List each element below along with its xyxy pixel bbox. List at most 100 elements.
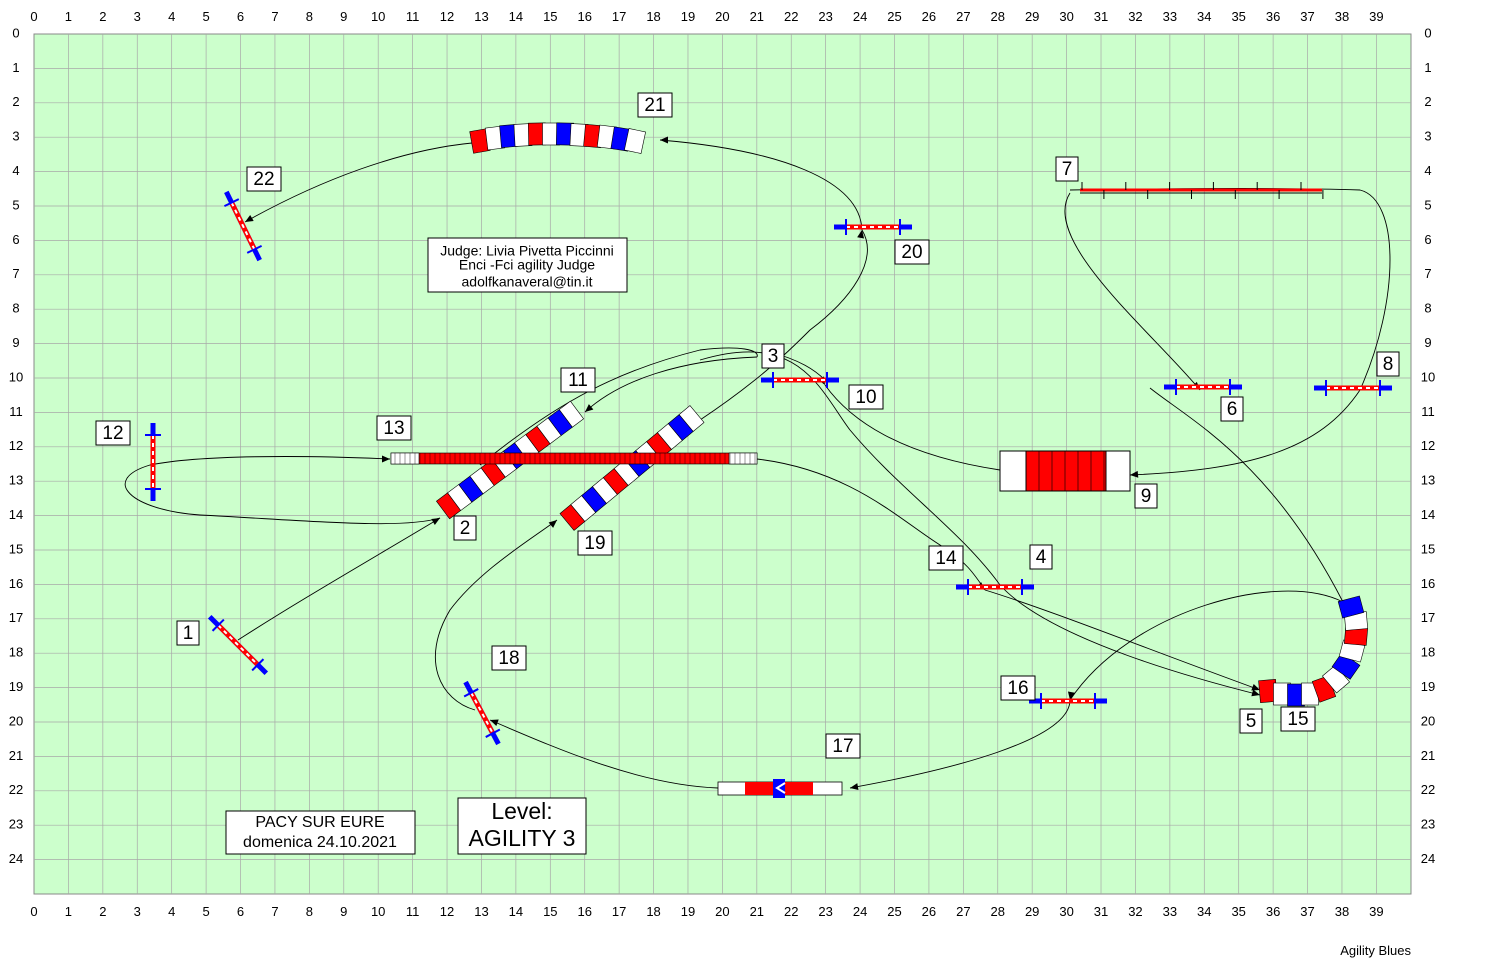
x-axis-tick-label-top: 18 — [646, 9, 660, 24]
obstacle-label-12: 12 — [95, 420, 131, 446]
x-axis-tick-label-bottom: 27 — [956, 904, 970, 919]
arrow-head — [850, 783, 859, 791]
tire-tunnel — [999, 450, 1131, 492]
obstacle-number: 6 — [1227, 399, 1238, 420]
obstacle-label-11: 11 — [560, 367, 596, 393]
y-axis-tick-label-right: 4 — [1424, 163, 1431, 178]
obstacle-label-17: 17 — [825, 733, 861, 759]
x-axis-tick-label-top: 25 — [887, 9, 901, 24]
hurdle — [1029, 693, 1107, 709]
y-axis-tick-label-right: 11 — [1421, 404, 1435, 419]
y-axis-tick-label-left: 18 — [9, 645, 23, 660]
y-axis-tick-label-right: 19 — [1421, 679, 1435, 694]
y-axis-tick-label-right: 13 — [1421, 473, 1435, 488]
y-axis-tick-label-left: 5 — [12, 197, 19, 212]
y-axis-tick-label-right: 10 — [1421, 369, 1435, 384]
y-axis-tick-label-left: 9 — [12, 335, 19, 350]
x-axis-tick-label-top: 26 — [922, 9, 936, 24]
x-axis-tick-label-top: 12 — [440, 9, 454, 24]
hurdle — [223, 190, 263, 262]
y-axis-tick-label-left: 8 — [12, 301, 19, 316]
x-axis-tick-label-top: 20 — [715, 9, 729, 24]
obstacle-label-box — [1134, 483, 1158, 509]
path-segment — [1069, 590, 1344, 701]
obstacle-label-box — [1239, 708, 1263, 734]
hurdle-bar-stripe — [230, 202, 256, 250]
y-axis-tick-label-left: 16 — [9, 576, 23, 591]
obstacle-label-2: 2 — [453, 515, 477, 541]
arrow-head — [382, 455, 390, 463]
y-axis-tick-label-left: 10 — [9, 369, 23, 384]
y-axis-tick-label-right: 23 — [1421, 817, 1435, 832]
hurdle-post — [485, 728, 501, 738]
axis-labels: 0011223344556677889910101111121213131414… — [9, 9, 1435, 919]
obstacle-label-14: 14 — [928, 545, 964, 571]
event-date: domenica 24.10.2021 — [243, 834, 397, 851]
obstacle-label-box — [376, 415, 412, 441]
path-arrow — [1130, 470, 1139, 478]
obstacle-number: 12 — [102, 423, 123, 444]
y-axis-tick-label-left: 12 — [9, 438, 23, 453]
obstacle-label-box — [176, 620, 200, 646]
y-axis-tick-label-right: 15 — [1421, 541, 1435, 556]
obstacle-label-box — [577, 530, 613, 556]
arrow-head — [660, 136, 668, 144]
path-segment — [849, 699, 1071, 789]
arrow-head — [585, 404, 594, 412]
x-axis-tick-label-bottom: 19 — [681, 904, 695, 919]
y-axis-tick-label-left: 0 — [12, 25, 19, 40]
x-axis-tick-label-top: 19 — [681, 9, 695, 24]
x-axis-tick-label-top: 2 — [99, 9, 106, 24]
x-axis-tick-label-bottom: 34 — [1197, 904, 1211, 919]
x-axis-tick-label-top: 0 — [30, 9, 37, 24]
x-axis-tick-label-top: 32 — [1128, 9, 1142, 24]
y-axis-tick-label-right: 9 — [1424, 335, 1431, 350]
x-axis-tick-label-top: 7 — [271, 9, 278, 24]
path-segment — [244, 142, 473, 223]
level-label: Level: — [491, 798, 552, 824]
x-axis-tick-label-bottom: 15 — [543, 904, 557, 919]
obstacle-label-1: 1 — [176, 620, 200, 646]
x-axis-tick-label-bottom: 8 — [306, 904, 313, 919]
dog-walk-plank — [390, 452, 758, 465]
x-axis-tick-label-bottom: 35 — [1231, 904, 1245, 919]
x-axis-tick-label-top: 8 — [306, 9, 313, 24]
obstacle-label-22: 22 — [246, 166, 282, 192]
y-axis-tick-label-left: 21 — [9, 748, 23, 763]
level-value: AGILITY 3 — [469, 825, 576, 851]
obstacle-number: 1 — [183, 623, 194, 644]
arrow-head — [1067, 691, 1075, 700]
tunnel-segment — [558, 400, 584, 428]
y-axis-tick-label-right: 8 — [1424, 301, 1431, 316]
path-segment — [699, 351, 1261, 696]
obstacle-label-6: 6 — [1220, 396, 1244, 422]
x-axis-tick-label-bottom: 5 — [202, 904, 209, 919]
y-axis-tick-label-left: 6 — [12, 232, 19, 247]
x-axis-tick-label-bottom: 16 — [577, 904, 591, 919]
x-axis-tick-label-top: 6 — [237, 9, 244, 24]
obstacle-label-box — [560, 367, 596, 393]
obstacle-number: 11 — [568, 370, 588, 391]
y-axis-tick-label-left: 17 — [9, 610, 23, 625]
path-arrow — [585, 404, 594, 412]
obstacle-label-box — [928, 545, 964, 571]
venue-box: PACY SUR EURE domenica 24.10.2021 — [225, 810, 416, 855]
tunnel-segment — [624, 128, 646, 154]
dog-walk-contact — [728, 452, 758, 465]
tire-tunnel-entry — [999, 450, 1027, 492]
y-axis-tick-label-right: 18 — [1421, 645, 1435, 660]
obstacle-label-10: 10 — [848, 384, 884, 410]
obstacle-label-21: 21 — [637, 92, 673, 118]
path-arrow — [382, 455, 390, 463]
level-box: Level: AGILITY 3 — [457, 797, 587, 855]
hurdle — [1164, 379, 1242, 395]
y-axis-tick-label-right: 24 — [1421, 851, 1435, 866]
x-axis-tick-label-top: 13 — [474, 9, 488, 24]
x-axis-tick-label-bottom: 21 — [750, 904, 764, 919]
obstacle-number: 7 — [1062, 159, 1073, 180]
equipment-layer — [145, 122, 1392, 798]
x-axis-tick-label-bottom: 2 — [99, 904, 106, 919]
path-arrow — [857, 230, 865, 239]
x-axis-tick-label-bottom: 6 — [237, 904, 244, 919]
hurdle-post — [211, 618, 225, 632]
